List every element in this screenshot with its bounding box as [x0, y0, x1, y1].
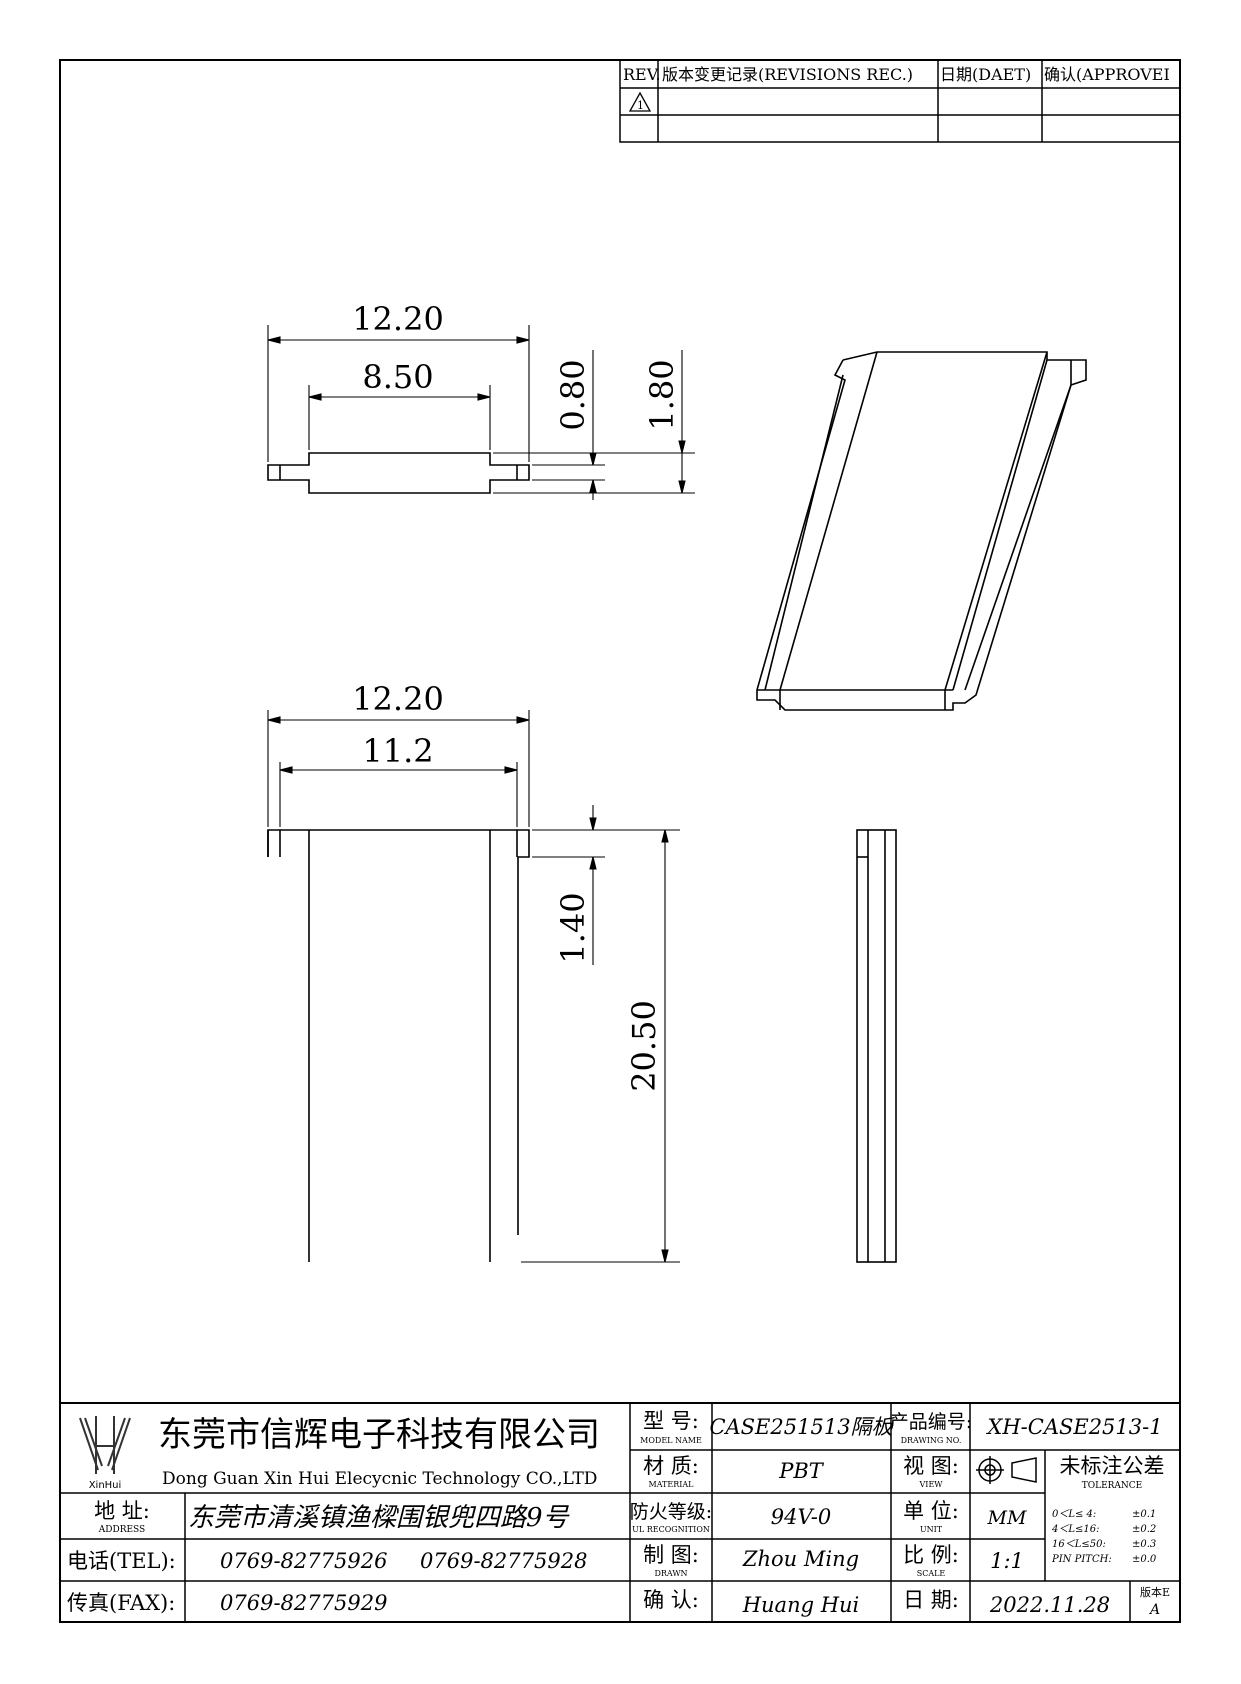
drawn-label: 制 图: [643, 1543, 699, 1567]
drawing-no-label: 产品编号: [890, 1411, 972, 1433]
top-view [267, 452, 530, 494]
company-name-en: Dong Guan Xin Hui Elecycnic Technology C… [162, 1469, 597, 1489]
flame-rating-label-en: UL RECOGNITION [632, 1525, 710, 1534]
front-view-dimensions [267, 710, 680, 1263]
view-label-en: VIEW [919, 1480, 944, 1489]
unit-label: 单 位: [903, 1499, 959, 1523]
logo-text: XinHui [89, 1480, 122, 1491]
tolerance-value: ±0.0 [1132, 1554, 1157, 1565]
model-label: 型 号: [643, 1409, 699, 1433]
dim-top-flange-thickness: 0.80 [554, 359, 592, 430]
material-label-en: MATERIAL [649, 1480, 695, 1489]
unit-label-en: UNIT [920, 1525, 943, 1534]
rev-header: REV. [623, 65, 661, 84]
drawing-no-value: XH-CASE2513-1 [985, 1415, 1162, 1439]
dim-front-total-height: 20.50 [625, 1000, 663, 1092]
address-value: 东莞市清溪镇渔樑围银兜四路9号 [188, 1503, 571, 1533]
dim-top-overall-width: 12.20 [352, 300, 444, 338]
approve-header: 确认(APPROVEI [1044, 65, 1170, 84]
flame-rating-value: 94V-0 [771, 1505, 831, 1529]
tolerance-value: ±0.3 [1132, 1539, 1156, 1550]
version-value: A [1148, 1602, 1160, 1618]
revision-record-header: 版本变更记录(REVISIONS REC.) [662, 65, 913, 84]
tel-label: 电话(TEL): [67, 1549, 176, 1573]
tolerance-value: ±0.2 [1132, 1524, 1156, 1535]
unit-value: MM [987, 1507, 1027, 1529]
revision-table [619, 59, 1181, 143]
isometric-view [756, 351, 1087, 711]
tolerance-title: 未标注公差 [1060, 1454, 1165, 1478]
address-label: 地 址: [94, 1499, 150, 1523]
dim-top-total-thickness: 1.80 [643, 359, 681, 430]
confirm-label: 确 认: [643, 1588, 699, 1612]
model-label-en: MODEL NAME [640, 1436, 702, 1445]
address-label-en: ADDRESS [98, 1525, 145, 1535]
drawn-value: Zhou Ming [742, 1547, 859, 1571]
title-block-grid [60, 1402, 1180, 1622]
dim-front-flange-height: 1.40 [554, 892, 592, 963]
dim-top-inner-width: 8.50 [362, 358, 433, 396]
scale-label-en: SCALE [917, 1569, 946, 1578]
scale-value: 1:1 [990, 1549, 1024, 1573]
material-label: 材 质: [643, 1454, 699, 1478]
tolerance-table: 0＜L≤ 4: ±0.1 4＜L≤16: ±0.2 16＜L≤50: ±0.3 … [1051, 1509, 1157, 1565]
fax-value: 0769-82775929 [220, 1591, 387, 1615]
tel-value-2: 0769-82775928 [420, 1549, 587, 1573]
tolerance-value: ±0.1 [1132, 1509, 1156, 1520]
model-value: CASE251513隔板 [709, 1415, 895, 1439]
version-label: 版本E [1140, 1585, 1170, 1599]
tolerance-range: PIN PITCH: [1051, 1554, 1112, 1565]
fax-label: 传真(FAX): [67, 1591, 175, 1615]
view-label: 视 图: [903, 1454, 959, 1478]
tel-value-1: 0769-82775926 [220, 1549, 387, 1573]
tolerance-range: 4＜L≤16: [1051, 1524, 1099, 1535]
projection-symbol-icon [976, 1456, 1037, 1484]
front-view [267, 829, 530, 1262]
sheet-border [59, 59, 1181, 1623]
confirm-value: Huang Hui [742, 1593, 860, 1617]
flame-rating-label: 防火等级: [630, 1501, 712, 1523]
tolerance-range: 0＜L≤ 4: [1052, 1509, 1096, 1520]
date-value: 2022.11.28 [989, 1593, 1110, 1617]
revision-marker: 1 [637, 99, 644, 112]
date-header: 日期(DAET) [940, 65, 1031, 84]
side-view [856, 829, 897, 1263]
tolerance-title-en: TOLERANCE [1082, 1481, 1143, 1491]
top-view-dimensions [267, 325, 695, 500]
top-view-outline [267, 452, 530, 494]
tolerance-range: 16＜L≤50: [1052, 1539, 1106, 1550]
drawing-no-label-en: DRAWING NO. [901, 1436, 962, 1445]
company-name-cn: 东莞市信辉电子科技有限公司 [158, 1415, 600, 1455]
dim-front-inner-width: 11.2 [362, 732, 433, 770]
company-logo [79, 1416, 131, 1474]
scale-label: 比 例: [903, 1543, 959, 1567]
dim-front-overall-width: 12.20 [352, 680, 444, 718]
drawn-label-en: DRAWN [654, 1569, 687, 1578]
date-label: 日 期: [903, 1588, 959, 1612]
material-value: PBT [778, 1459, 825, 1483]
